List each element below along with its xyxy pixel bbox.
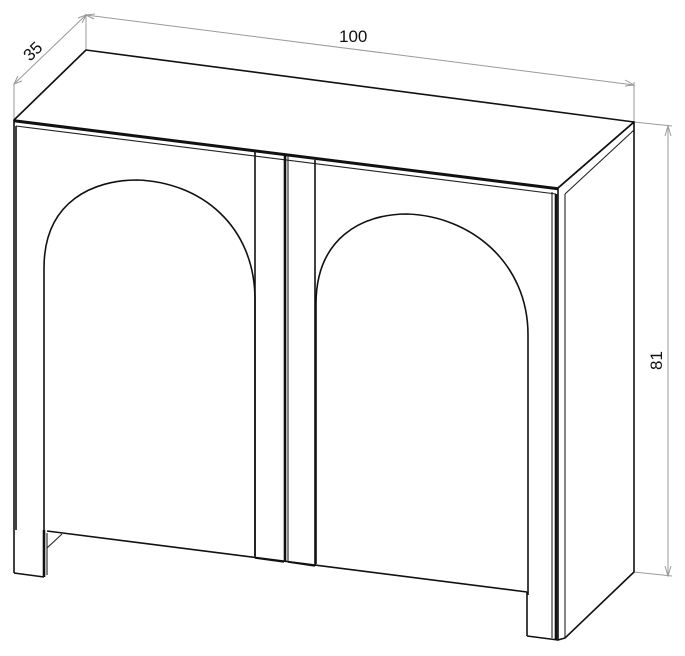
height-dimension: 81 <box>633 121 673 578</box>
right-door-arch <box>315 213 529 595</box>
cabinet-right-side <box>557 121 635 641</box>
right-leg <box>526 192 559 641</box>
door-split <box>283 155 289 562</box>
width-label: 100 <box>339 27 367 46</box>
depth-dimension: 35 <box>12 14 88 120</box>
plinth-line <box>46 530 528 593</box>
height-label: 81 <box>647 351 666 370</box>
cabinet-top <box>13 49 635 195</box>
depth-label: 35 <box>20 38 47 65</box>
width-dimension: 100 <box>84 13 636 122</box>
right-door[interactable] <box>287 160 529 595</box>
left-leg <box>13 120 63 578</box>
left-door-arch <box>43 179 256 556</box>
left-door[interactable] <box>15 126 285 563</box>
